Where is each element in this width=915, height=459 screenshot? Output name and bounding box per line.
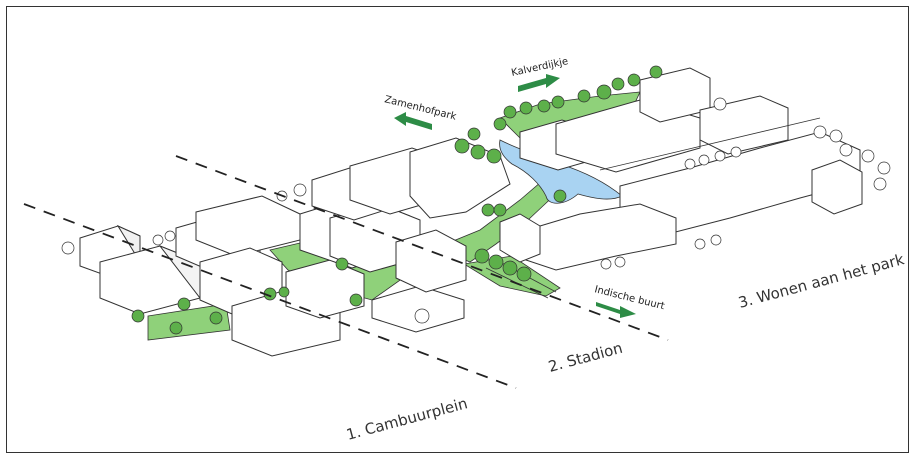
building-stadion-s — [371, 285, 465, 333]
arrow-indische-buurt: Indische buurt — [593, 284, 666, 318]
building-east-4 — [699, 95, 789, 155]
trees-light — [61, 97, 891, 324]
building-east-corner — [811, 159, 863, 215]
label-zamenhofpark: Zamenhofpark — [383, 94, 457, 123]
arrow-zamenhofpark: Zamenhofpark — [383, 94, 458, 130]
building-stadion-w — [285, 259, 365, 319]
zone-label-stadion: 2. Stadion — [546, 339, 624, 376]
label-kalverdijkje: Kalverdijkje — [510, 56, 569, 79]
diagram-frame — [6, 6, 909, 453]
zone-label-wonen-aan-het-park: 3. Wonen aan het park — [736, 250, 906, 312]
building-southeast-1 — [519, 203, 677, 271]
green-corridor-south — [462, 255, 561, 297]
building-southeast-2 — [499, 213, 541, 263]
arrow-kalverdijkje: Kalverdijkje — [510, 56, 569, 92]
green-strip-cambuurplein — [147, 303, 231, 341]
boundary-stadion-wonen — [175, 155, 669, 341]
zone-boundaries — [23, 155, 669, 389]
trees-dark — [131, 65, 663, 335]
zone-label-cambuurplein: 1. Cambuurplein — [344, 394, 469, 444]
buildings — [79, 67, 863, 357]
boundary-cambuurplein-stadion — [23, 203, 517, 389]
